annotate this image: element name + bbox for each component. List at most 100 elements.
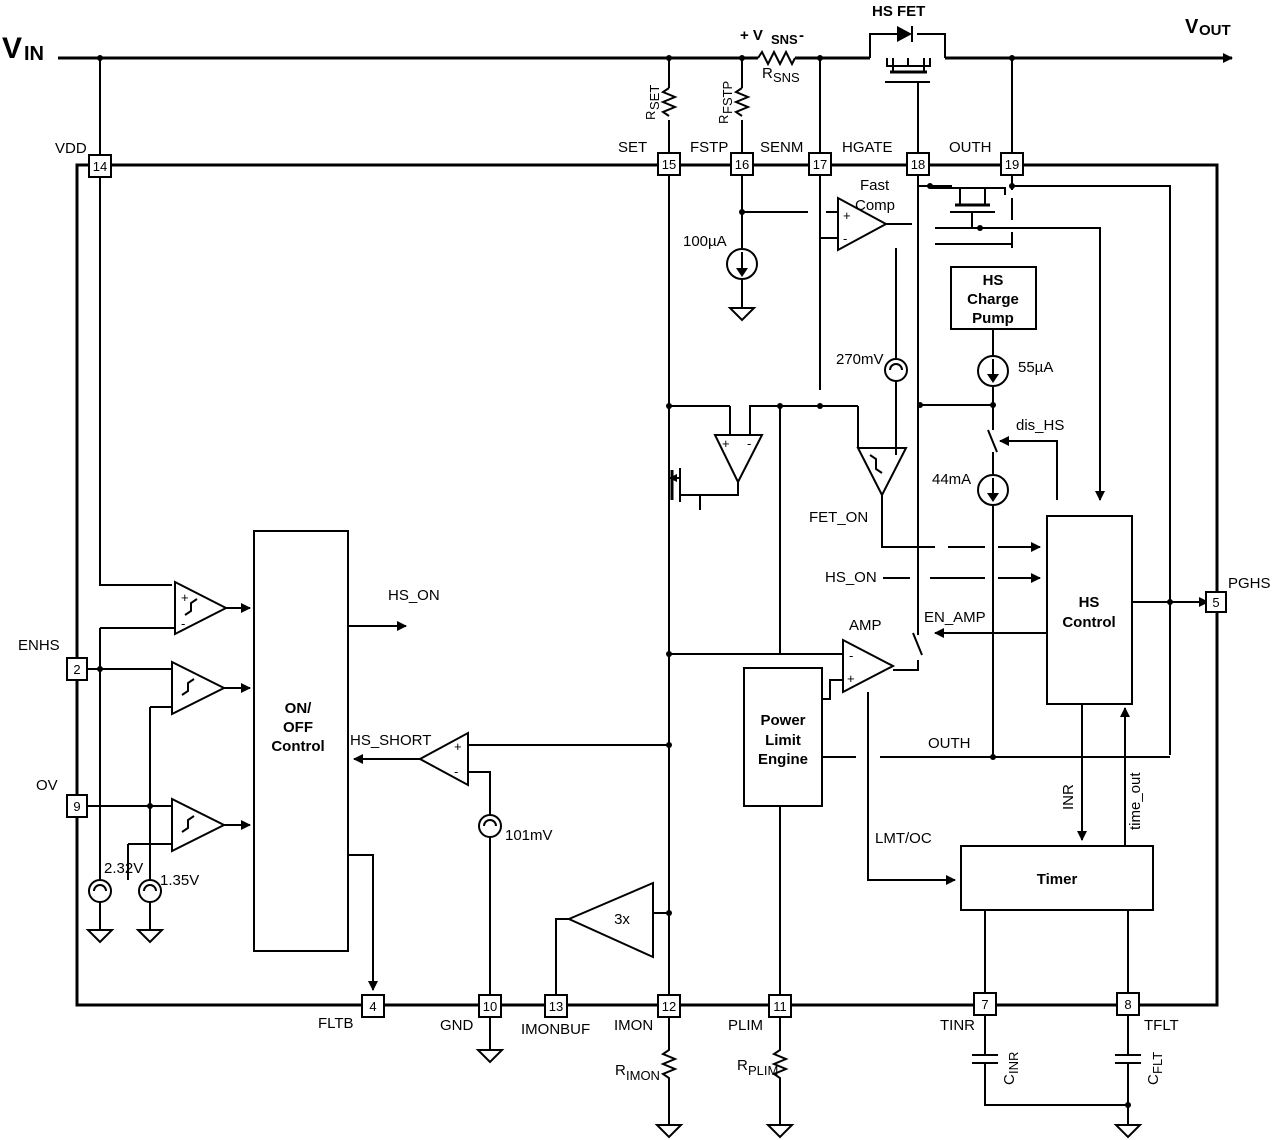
svg-text:7: 7 xyxy=(981,997,988,1012)
svg-text:17: 17 xyxy=(813,157,827,172)
svg-text:OFF: OFF xyxy=(283,719,313,736)
svg-text:Pump: Pump xyxy=(972,310,1014,327)
svg-text:9: 9 xyxy=(73,799,80,814)
pin-13: 13 IMONBUF xyxy=(521,994,590,1038)
svg-text:HGATE: HGATE xyxy=(842,139,893,156)
svg-text:V: V xyxy=(2,32,22,65)
i55-label: 55µA xyxy=(1018,359,1053,376)
rplim-resistor xyxy=(765,1017,795,1139)
cinr-capacitor xyxy=(972,1015,1128,1106)
svg-text:GND: GND xyxy=(440,1017,474,1034)
pin-14: 14 VDD xyxy=(55,140,112,178)
pin-16: 16 FSTP xyxy=(690,139,754,176)
v135-label: 1.35V xyxy=(160,872,199,889)
amp-label: AMP xyxy=(849,617,882,634)
hs-short-label: HS_SHORT xyxy=(350,732,431,749)
svg-text:2: 2 xyxy=(73,662,80,677)
rfstp-label: R FSTP xyxy=(716,81,735,124)
svg-text:Timer: Timer xyxy=(1037,871,1078,888)
svg-text:+: + xyxy=(843,208,851,223)
rimon-resistor xyxy=(654,1017,684,1139)
time-out-label: time_out xyxy=(1127,772,1144,830)
svg-text:Control: Control xyxy=(1062,614,1115,631)
vin-label: V IN xyxy=(2,32,44,65)
svg-text:+: + xyxy=(722,436,730,451)
svg-text:Power: Power xyxy=(760,712,805,729)
svg-text:+: + xyxy=(181,590,189,605)
comparator-enhs xyxy=(171,660,251,716)
svg-text:V: V xyxy=(1185,16,1199,38)
pin-10: 10 GND xyxy=(440,994,502,1034)
cflt-capacitor xyxy=(1113,1015,1143,1139)
power-limit-block: Power Limit Engine xyxy=(743,667,823,807)
svg-text:IMONBUF: IMONBUF xyxy=(521,1021,590,1038)
svg-text:13: 13 xyxy=(549,999,563,1014)
hs-on-out-label: HS_ON xyxy=(388,587,440,604)
pin-15: 15 SET xyxy=(618,139,681,176)
svg-text:Control: Control xyxy=(271,738,324,755)
fet-on-label: FET_ON xyxy=(809,509,868,526)
i44-label: 44mA xyxy=(932,471,971,488)
svg-text:FSTP: FSTP xyxy=(690,139,728,156)
svg-text:12: 12 xyxy=(662,999,676,1014)
svg-text:R: R xyxy=(716,115,731,124)
timer-block: Timer xyxy=(960,845,1154,911)
hs-fet-label: HS FET xyxy=(872,3,925,20)
svg-text:-: - xyxy=(799,27,804,44)
svg-text:-: - xyxy=(181,616,185,631)
svg-text:PLIM: PLIM xyxy=(748,1063,778,1078)
i100-label: 100µA xyxy=(683,233,727,250)
amp-3x: 3x xyxy=(555,881,669,995)
v270-source xyxy=(884,248,908,455)
outh-internal-label: OUTH xyxy=(928,735,971,752)
svg-text:IN: IN xyxy=(24,43,44,65)
internal-amp-fet: + - xyxy=(669,405,858,510)
svg-text:SET: SET xyxy=(647,85,662,110)
svg-text:Limit: Limit xyxy=(765,732,801,749)
svg-text:SENM: SENM xyxy=(760,139,803,156)
svg-text:R: R xyxy=(643,111,658,120)
svg-text:FLTB: FLTB xyxy=(318,1015,354,1032)
rsns-label: R SNS xyxy=(762,65,800,85)
svg-text:ON/: ON/ xyxy=(285,700,313,717)
svg-text:R: R xyxy=(615,1062,626,1079)
svg-text:Engine: Engine xyxy=(758,751,808,768)
chip-outline xyxy=(75,163,1219,1007)
svg-text:-: - xyxy=(843,231,847,246)
inr-label: INR xyxy=(1060,784,1077,810)
svg-text:-: - xyxy=(454,764,458,779)
pin-19: 19 OUTH xyxy=(949,139,1024,176)
hs-control-block: HS Control xyxy=(1046,515,1133,705)
rimon-label: R IMON xyxy=(615,1062,660,1083)
pin-11: 11 PLIM xyxy=(728,994,792,1034)
pin-2: 2 ENHS xyxy=(18,637,88,681)
rplim-label: R PLIM xyxy=(737,1057,778,1078)
svg-text:+ V: + V xyxy=(740,27,763,44)
vout-label: V OUT xyxy=(1185,16,1231,39)
pin-5: 5 PGHS xyxy=(1205,575,1271,613)
svg-text:C: C xyxy=(1145,1074,1162,1085)
svg-text:PLIM: PLIM xyxy=(728,1017,763,1034)
v270-label: 270mV xyxy=(836,351,884,368)
svg-text:+: + xyxy=(454,739,462,754)
dis-hs-switch xyxy=(987,429,1058,500)
svg-text:14: 14 xyxy=(93,159,107,174)
svg-text:5: 5 xyxy=(1212,595,1219,610)
hs-on-in-label: HS_ON xyxy=(825,569,877,586)
rfstp-resistor xyxy=(733,87,751,117)
svg-text:HS: HS xyxy=(1079,594,1100,611)
charge-pump-block: HS Charge Pump xyxy=(950,266,1037,330)
svg-text:ENHS: ENHS xyxy=(18,637,60,654)
svg-text:+: + xyxy=(847,671,855,686)
v232-source xyxy=(85,628,115,944)
v135-source xyxy=(135,879,165,944)
pin-4: 4 FLTB xyxy=(318,994,385,1032)
svg-text:Charge: Charge xyxy=(967,291,1019,308)
comparator-vdd: + - xyxy=(174,580,251,636)
svg-text:Comp: Comp xyxy=(855,197,895,214)
svg-text:11: 11 xyxy=(773,999,787,1014)
i55-source xyxy=(977,355,1009,387)
onoff-control-block: ON/ OFF Control xyxy=(253,530,349,952)
svg-text:18: 18 xyxy=(911,157,925,172)
